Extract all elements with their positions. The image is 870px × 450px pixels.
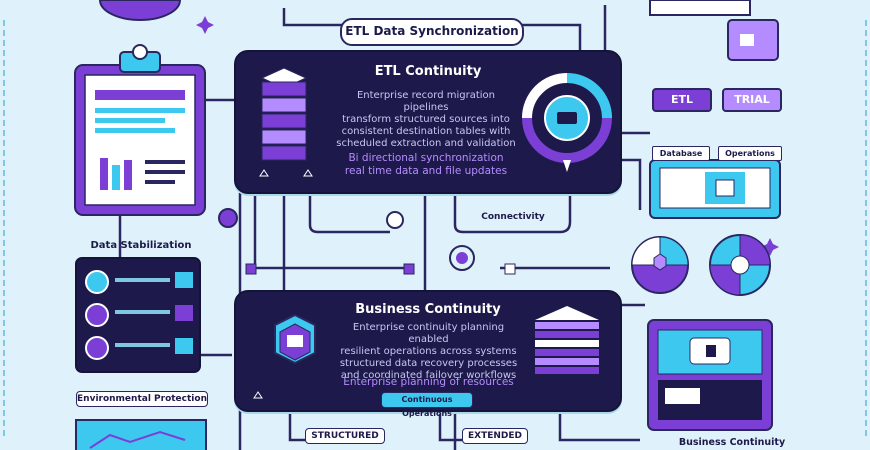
trial-tag[interactable]: TRIAL [722, 88, 782, 112]
connector-top-right [500, 23, 582, 50]
etl-panel: ETL Continuity Enterprise record migrati… [234, 50, 622, 194]
etl-panel-title: ETL Continuity [374, 64, 482, 79]
business-panel-body: Enterprise continuity planning enabled r… [339, 322, 518, 381]
connectivity-label: Connectivity [481, 212, 545, 222]
operations-chip: Operations [718, 146, 782, 161]
bottom-left-chart [75, 419, 207, 450]
business-panel: Business Continuity Enterprise continuit… [234, 290, 622, 418]
etl-panel-accent: Bi directional synchronization real time… [344, 152, 508, 177]
node-right [504, 263, 516, 275]
sparkle-icon [761, 238, 779, 256]
connector-top-left [282, 8, 345, 27]
etl-tag[interactable]: ETL [652, 88, 712, 112]
left-dot-node [218, 208, 238, 228]
right-device [647, 319, 773, 431]
pie-chart-right [709, 234, 771, 296]
connector-etl-loop-right [453, 193, 572, 234]
etl-panel-body: Enterprise record migration pipelines tr… [336, 90, 516, 149]
extended-label: EXTENDED [462, 428, 528, 444]
sparkle-icon [196, 16, 214, 34]
top-purple-circle [98, 0, 182, 21]
right-monitor [649, 159, 781, 219]
environmental-protection-label: Environmental Protection [76, 391, 208, 407]
left-list-panel [75, 257, 201, 373]
connector-left-horizontal [253, 193, 410, 270]
connector-right-branch [620, 158, 642, 210]
pie-chart-left [631, 236, 689, 294]
top-right-card [649, 0, 751, 16]
business-panel-accent: Enterprise planning of resources [343, 376, 514, 388]
node-mid [403, 263, 415, 275]
database-chip: Database [652, 146, 710, 161]
data-stabilization-label: Data Stabilization [90, 240, 192, 251]
connector-bottom-right [558, 410, 640, 442]
business-continuity-bottom-label: Business Continuity [678, 437, 786, 448]
sun-core [456, 252, 468, 264]
connector-bottom-mid [438, 410, 465, 442]
structured-label: STRUCTURED [305, 428, 385, 444]
connector-etl-loop [308, 193, 390, 234]
business-panel-title: Business Continuity [355, 302, 501, 317]
node-circle [386, 211, 404, 229]
node-left [245, 263, 257, 275]
header-title: ETL Data Synchronization [340, 18, 524, 46]
clipboard-icon [74, 44, 206, 216]
business-continuous-button[interactable]: Continuous Operations [381, 392, 473, 418]
